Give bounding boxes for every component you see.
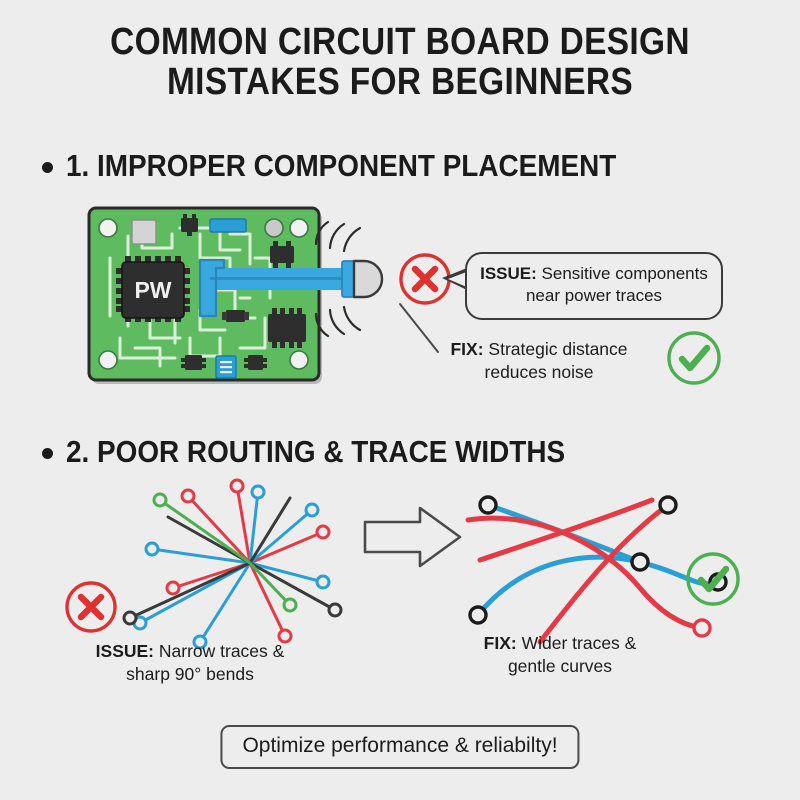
issue-2-line2: sharp 90° bends — [126, 663, 254, 684]
fix-2-line2: gentle curves — [507, 655, 613, 676]
pcb-smd-components — [181, 214, 306, 370]
issue-1-line2: near power traces — [525, 286, 663, 306]
check-circle-icon — [686, 552, 740, 606]
fix-2-line1: Wider traces & — [516, 633, 637, 653]
section-heading-2-label: 2. POOR ROUTING & TRACE WIDTHS — [66, 434, 566, 469]
pcb-blue-connector — [215, 355, 237, 379]
callout-leader-line-1 — [399, 303, 439, 353]
issue-callout-bubble-1: ISSUE: Sensitive components near power t… — [465, 252, 723, 320]
routing-comparison-illustration — [122, 478, 728, 650]
issue-2-label: ISSUE: — [95, 641, 155, 661]
x-circle-icon — [65, 581, 117, 633]
title-line-2: MISTAKES FOR BEGINNERS — [166, 61, 634, 104]
transition-arrow-icon — [363, 506, 462, 568]
fix-1-line2: reduces noise — [484, 361, 594, 382]
pcb-pad-square — [131, 219, 157, 245]
check-circle-icon — [667, 331, 721, 385]
fix-2-label: FIX: — [483, 633, 517, 653]
pcb-power-trace — [198, 258, 355, 318]
fix-1-line1: Strategic distance — [483, 339, 628, 359]
fix-caption-1: FIX: Strategic distance reduces noise — [424, 338, 654, 384]
bad-routing-starburst — [128, 484, 337, 644]
good-routing-pads — [468, 495, 728, 638]
fix-1-label: FIX: — [450, 339, 484, 359]
circuit-board-illustration: PW — [87, 206, 384, 384]
good-routing-curves — [465, 497, 721, 645]
footer-text: Optimize performance & reliabilty! — [242, 734, 558, 757]
pcb-led-component — [352, 259, 384, 299]
title-line-1: COMMON CIRCUIT BOARD DESIGN — [110, 21, 690, 63]
speech-bubble-tail-fill — [448, 271, 469, 288]
pcb-main-chip: PW — [116, 256, 190, 322]
bullet-icon — [42, 448, 53, 459]
pcb-mounting-holes — [98, 218, 309, 370]
noise-emission-arcs — [314, 220, 362, 338]
bullet-icon — [42, 162, 53, 173]
issue-1-line1: Sensitive components — [536, 264, 708, 283]
section-heading-1-label: 1. IMPROPER COMPONENT PLACEMENT — [66, 148, 617, 183]
issue-1-label: ISSUE: — [480, 264, 537, 283]
chip-label: PW — [134, 277, 171, 303]
footer-callout: Optimize performance & reliabilty! — [220, 725, 580, 769]
issue-caption-2: ISSUE: Narrow traces & sharp 90° bends — [55, 640, 325, 686]
section-heading-2: 2. POOR ROUTING & TRACE WIDTHS — [42, 434, 621, 470]
section-heading-1: 1. IMPROPER COMPONENT PLACEMENT — [42, 148, 677, 184]
fix-caption-2: FIX: Wider traces & gentle curves — [430, 632, 690, 678]
pcb-blue-capacitor — [209, 218, 247, 233]
bad-routing-pads — [122, 478, 343, 650]
page-title: COMMON CIRCUIT BOARD DESIGN MISTAKES FOR… — [0, 22, 800, 103]
issue-2-line1: Narrow traces & — [154, 641, 285, 661]
